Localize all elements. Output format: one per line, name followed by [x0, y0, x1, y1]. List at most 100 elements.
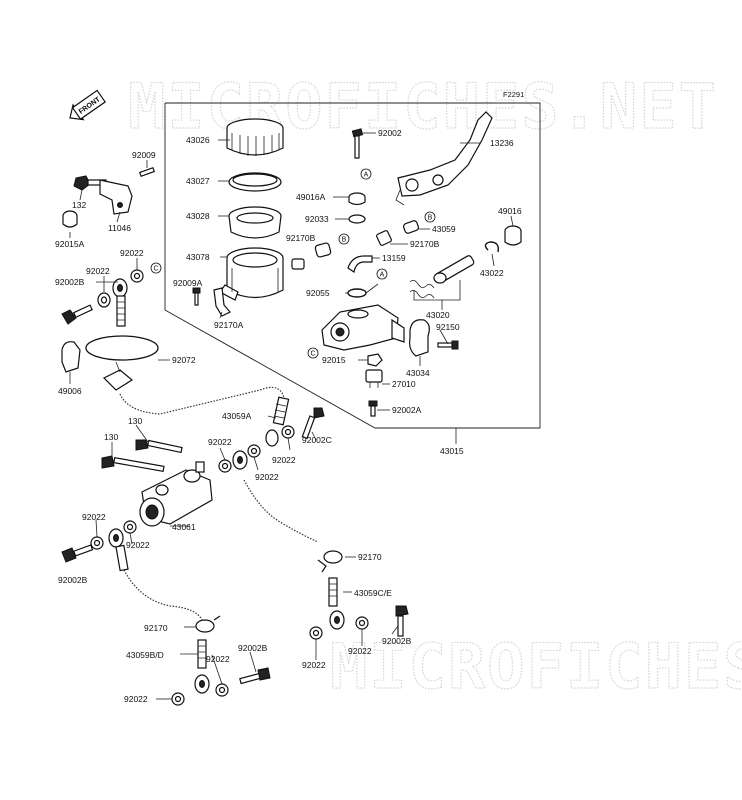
callout-a-mid: A: [376, 268, 388, 280]
band-92072: [85, 335, 159, 391]
label-92022-g: 92022: [126, 540, 150, 550]
clutch-slave-cylinder-43061: [139, 461, 213, 527]
svg-text:B: B: [428, 215, 433, 222]
label-92022-b: 92022: [120, 248, 144, 258]
clamp-92170B-right: [376, 230, 392, 246]
label-43028: 43028: [186, 211, 210, 221]
label-132: 132: [72, 200, 86, 210]
label-43015: 43015: [440, 446, 464, 456]
boot-49006: [61, 341, 81, 373]
label-27010: 27010: [392, 379, 416, 389]
brake-line-upper: [119, 386, 285, 415]
label-49016: 49016: [498, 206, 522, 216]
label-43026: 43026: [186, 135, 210, 145]
bushing-49016A: [348, 192, 366, 206]
label-92022-d: 92022: [272, 455, 296, 465]
label-92072: 92072: [172, 355, 196, 365]
label-92002B-c: 92002B: [382, 636, 412, 646]
bushing-49016: [504, 225, 522, 246]
label-92150: 92150: [436, 322, 460, 332]
label-43059BD: 43059B/D: [126, 650, 164, 660]
label-92055: 92055: [306, 288, 330, 298]
svg-text:C: C: [153, 266, 158, 273]
watermark-top: MICROFICHES.NET: [128, 70, 718, 143]
label-43022: 43022: [480, 268, 504, 278]
screw-92009A: [192, 287, 201, 306]
washer-92022-low-d: [355, 616, 369, 630]
label-49016A: 49016A: [296, 192, 326, 202]
circlip-92033: [348, 214, 366, 224]
nut-92015: [367, 353, 383, 367]
washer-92022-bottom-b: [171, 692, 185, 706]
callout-a-top: A: [360, 168, 372, 180]
label-43027: 43027: [186, 176, 210, 186]
watermark-bottom: MICROFICHES.NET: [330, 630, 742, 703]
bolt-130-a: [135, 439, 183, 454]
washer-92022-mid-a: [247, 444, 261, 458]
leader-lines: [69, 132, 514, 700]
label-92022-k: 92022: [348, 646, 372, 656]
diaphragm: [228, 206, 282, 239]
piston-43020: [409, 255, 475, 299]
label-92002C: 92002C: [302, 435, 332, 445]
washer-92022-bottom-a: [215, 683, 229, 697]
label-92002B-d: 92002B: [238, 643, 268, 653]
label-92022-a: 92022: [86, 266, 110, 276]
bracket-43034: [409, 319, 430, 357]
hose-43059BD: [194, 639, 210, 694]
assembly-frame: [164, 102, 541, 429]
screw-92009: [138, 166, 156, 178]
washer-92022-low-b: [123, 520, 137, 534]
callout-c-left: C: [150, 262, 162, 274]
label-92002B-b: 92002B: [58, 575, 88, 585]
front-arrow-icon: FRONT: [69, 89, 106, 121]
washer-92022-left-a: [97, 292, 111, 308]
hose-13159: [347, 255, 373, 273]
label-92002B-a: 92002B: [55, 277, 85, 287]
label-92022-j: 92022: [302, 660, 326, 670]
master-cylinder-body: [321, 304, 405, 351]
label-43059: 43059: [432, 224, 456, 234]
screw-92002A: [368, 400, 378, 417]
diaphragm-plate: [228, 172, 282, 192]
label-92022-f: 92022: [82, 512, 106, 522]
banjo-fitting-upper: [112, 278, 128, 327]
reservoir-body: [219, 247, 284, 301]
clamp-92170A: [213, 287, 231, 317]
label-92033: 92033: [305, 214, 329, 224]
part-labels: 43026 43027 43028 43078 92009A 92170A 92…: [55, 128, 522, 704]
label-43059A: 43059A: [222, 411, 252, 421]
bolt-92150: [437, 340, 459, 350]
label-13236: 13236: [490, 138, 514, 148]
hose-43059A: [265, 396, 290, 447]
label-130-a: 130: [128, 416, 142, 426]
label-92009A: 92009A: [173, 278, 203, 288]
svg-text:A: A: [380, 272, 385, 279]
oring-92055: [347, 288, 367, 298]
label-13159: 13159: [382, 253, 406, 263]
bolt-92002B-bottom: [239, 667, 271, 685]
svg-text:B: B: [342, 237, 347, 244]
label-11046: 11046: [108, 223, 131, 233]
bracket-11046: [99, 179, 133, 215]
clamp-92170-left: [195, 615, 221, 633]
label-92015: 92015: [322, 355, 346, 365]
label-92022-i: 92022: [124, 694, 148, 704]
label-92015A: 92015A: [55, 239, 85, 249]
label-92170B-left: 92170B: [286, 233, 316, 243]
label-92009: 92009: [132, 150, 156, 160]
brake-lever: [395, 111, 493, 206]
label-92002A: 92002A: [392, 405, 422, 415]
screw-92002: [351, 128, 364, 159]
bolt-92002C: [301, 407, 325, 440]
part-43059: [402, 220, 420, 234]
label-43078: 43078: [186, 252, 210, 262]
washer-92022-low-c: [309, 626, 323, 640]
label-92022-e: 92022: [255, 472, 279, 482]
callout-b-top: B: [424, 211, 436, 223]
banjo-fitting-mid: [232, 450, 248, 470]
bolt-130-b: [101, 455, 165, 472]
brake-line-left: [123, 569, 203, 621]
bolt-92002B-low: [61, 544, 94, 563]
